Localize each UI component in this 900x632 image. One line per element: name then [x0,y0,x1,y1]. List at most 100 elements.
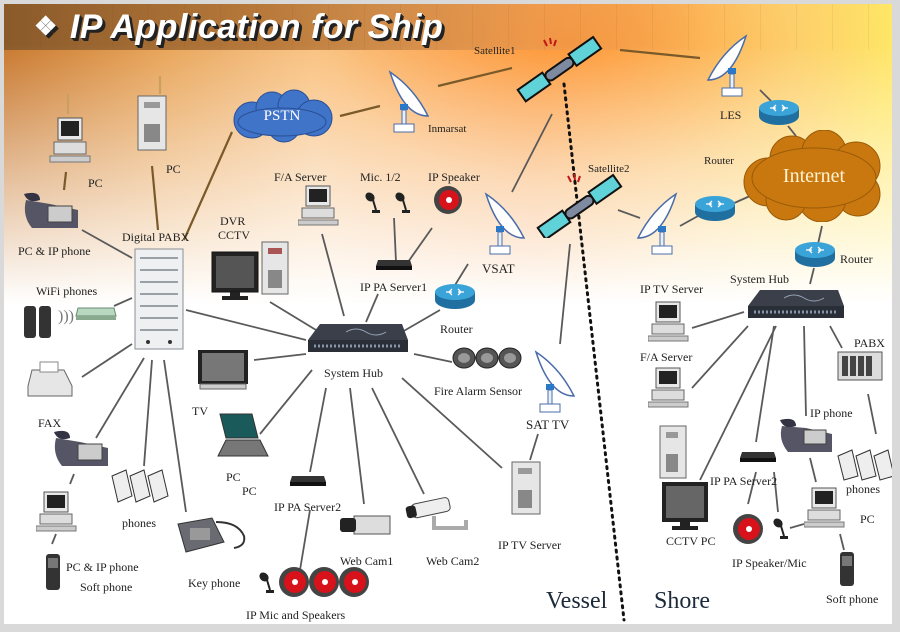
fax-machine-icon [27,361,73,397]
link-inmarsat-sat1 [437,66,513,88]
link-hub-iptv [401,377,503,469]
shore-ip-pa-server2-icon [740,452,776,462]
region-label-vessel: Vessel [546,588,608,614]
ip-pa-server1-icon [376,260,412,270]
label-pc-2: PC [166,162,181,176]
link-router-internet [731,195,751,205]
link-vsat-sat1 [511,113,553,193]
link-phones-pabx [143,359,153,467]
mic-icon-2 [395,192,410,213]
link-tv-hub [253,353,307,361]
link-ipphone-pc [809,457,817,483]
label-shore-fa-server: F/A Server [640,350,693,364]
label-dvr: DVR [220,214,246,228]
link-router-internet-top [787,125,797,137]
link-pc3-soft [51,533,57,545]
label-sat-tv: SAT TV [526,417,570,432]
label-wifi-phones: WiFi phones [36,284,98,298]
les-dish-icon [706,34,748,97]
link-dvr-hub [269,301,317,331]
ip-phone-icon-1 [24,192,78,228]
region-label-shore: Shore [654,588,710,614]
digital-pabx-rack-icon [134,248,184,350]
label-mic: Mic. 1/2 [360,170,401,184]
link-fa-hub [321,233,345,317]
link-shub-cctv [699,325,777,481]
router-icon-shore-dish [695,196,735,221]
link-sattv-iptv [529,433,539,461]
link-spk-papa1 [407,227,433,263]
ip-mic-icon [259,572,274,593]
link-shub-fa [691,325,749,389]
label-pc-laptop-2: PC [242,484,257,498]
label-router-shore-top: Router [704,155,734,167]
vsat-dish-icon [484,192,526,255]
pc-icon-1 [49,117,91,163]
shore-mic-icon [773,518,788,539]
link-router2-shub [809,267,815,285]
label-fax: FAX [38,416,62,430]
label-ip-pa-server2: IP PA Server2 [274,500,342,514]
link-fax-phone-pabx [95,357,145,439]
label-shore-soft-phone: Soft phone [826,592,879,606]
label-fire-alarm: Fire Alarm Sensor [434,384,522,398]
link-pc-pabx [150,165,160,231]
link-pc-mic [789,523,805,529]
title-bullet-icon: ❖ [34,11,58,41]
soft-phone-icon [46,554,60,590]
label-ip-tv-server: IP TV Server [498,538,562,552]
link-papa1-hub [365,293,379,323]
pc-tower-icon [137,95,167,151]
label-inmarsat: Inmarsat [428,123,467,135]
label-les: LES [720,108,742,122]
label-shore-pabx: PABX [854,336,885,350]
label-vsat: VSAT [482,261,515,276]
label-pc-laptop-1: PC [226,470,241,484]
label-pc-1: PC [88,176,103,190]
link-pc3-phone [69,473,75,485]
link-pc-softphone [839,533,845,551]
label-shore-ip-pa-server2: IP PA Server2 [710,474,778,488]
link-hub-papa2 [309,387,327,473]
link-fax-pabx [81,343,133,378]
shore-pabx-icon [837,351,883,381]
fax-phone-icon [54,430,108,466]
pc-icon-soft [36,491,77,532]
label-satellite2: Satellite2 [588,163,630,175]
shore-dish-icon [636,192,678,255]
link-router-hub [401,309,441,333]
tv-icon [198,350,248,390]
fa-server-pc-icon [298,185,339,226]
wifi-phones-icon [24,306,51,338]
link-shub-pabx [829,325,843,349]
link-papa2-speakers [299,509,311,571]
vessel-shore-divider [562,82,626,622]
link-hub-webcam2 [371,387,425,495]
link-shore-dish-router [679,215,699,227]
label-soft-phone: Soft phone [80,580,133,594]
sattv-dish-icon [534,350,576,413]
page-title: ❖IP Application for Ship [34,8,444,46]
internet-label: Internet [782,164,846,187]
label-system-hub: System Hub [324,366,384,380]
label-satellite1: Satellite1 [474,45,516,57]
mic-icon-1 [365,192,380,213]
web-cam1-icon [340,515,391,535]
link-shub-papa2 [755,325,775,443]
cloud-icon [233,89,333,143]
label-fa-server: F/A Server [274,170,327,184]
label-ip-pa-server1: IP PA Server1 [360,280,428,294]
router-icon-les [759,100,799,125]
shore-ip-speaker-icon [733,514,763,544]
label-shore-pc: PC [860,512,875,526]
link-wifi-pabx [113,297,133,307]
shore-pc-icon [804,487,845,528]
link-phone-pabx [81,229,133,259]
fire-alarm-sensor-icon [452,347,522,369]
label-ip-speaker: IP Speaker [428,170,480,184]
label-ip-mic-speakers: IP Mic and Speakers [246,608,346,622]
link-pabx-pstn [182,131,234,241]
shore-tower-icon [659,425,687,479]
link-papa2-spk [747,471,757,505]
cloud-icon [743,130,881,222]
